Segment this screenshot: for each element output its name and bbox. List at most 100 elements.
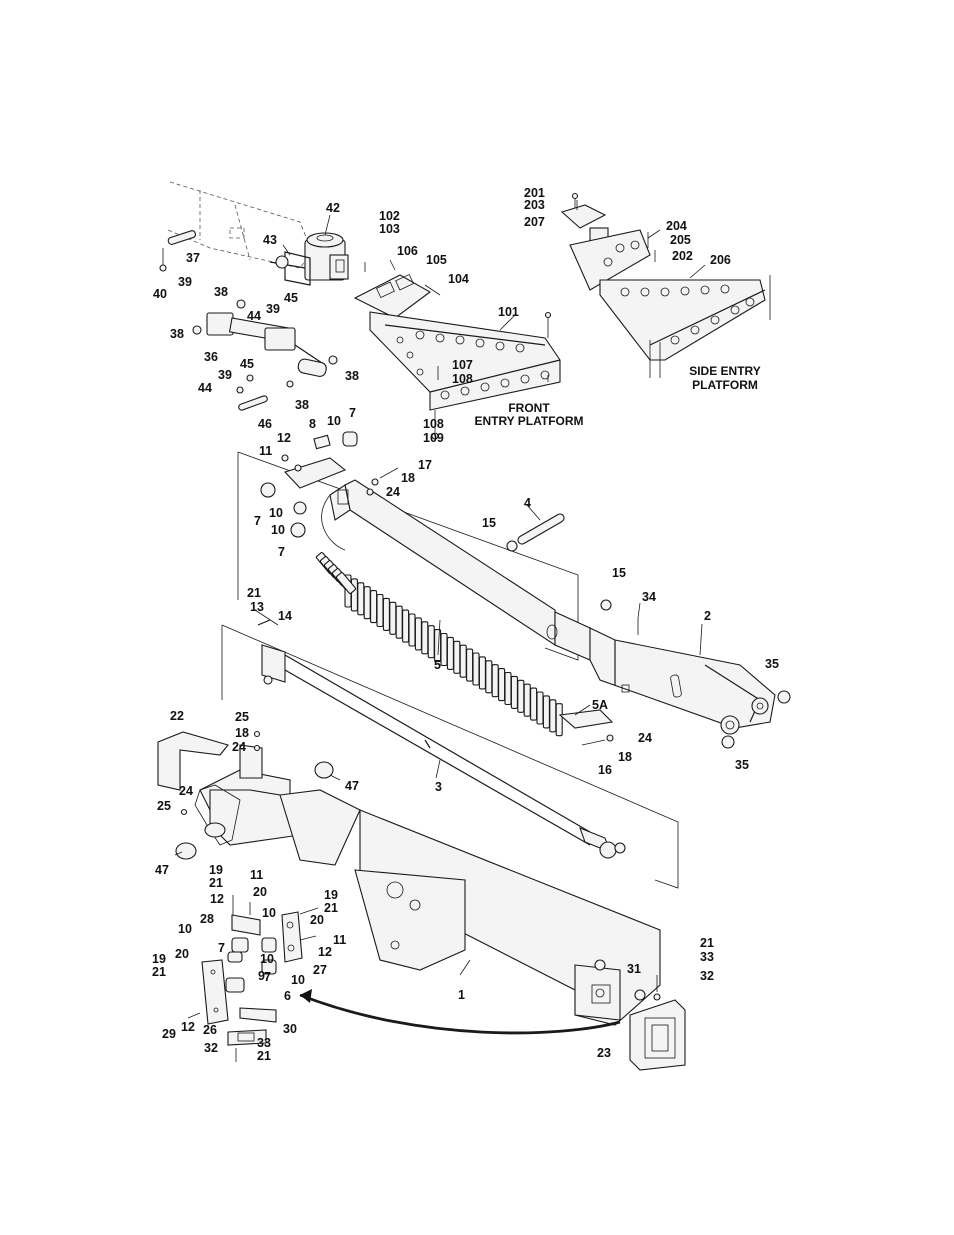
callout-16: 16 [598, 763, 612, 777]
callout-24: 24 [638, 731, 652, 745]
callout-47: 47 [155, 863, 169, 877]
bushings-47 [175, 730, 334, 860]
callout-102: 102 [379, 209, 400, 223]
cable-track-link [370, 590, 378, 624]
cable-track-link [395, 605, 403, 639]
callout-203: 203 [524, 198, 545, 212]
callout-10: 10 [260, 952, 274, 966]
assembly-arrow [299, 993, 621, 1035]
callout-40: 40 [153, 287, 167, 301]
callout-7: 7 [218, 941, 225, 955]
callout-32: 32 [700, 969, 714, 983]
cable-track-link [517, 679, 525, 713]
cable-track-link [440, 632, 448, 667]
callout-15: 15 [482, 516, 496, 530]
cover-22 [157, 731, 229, 791]
callout-38: 38 [214, 285, 228, 299]
callout-45: 45 [240, 357, 254, 371]
cable-track-link [376, 593, 384, 628]
callout-11: 11 [250, 868, 263, 882]
callout-32: 32 [204, 1041, 218, 1055]
callout-35: 35 [765, 657, 779, 671]
end-cap-23 [629, 975, 686, 1071]
cable-track-link [459, 644, 467, 678]
callout-7: 7 [254, 514, 261, 528]
callout-21: 21 [209, 876, 223, 890]
cable-track-link [466, 648, 474, 682]
cable-track-link [382, 597, 390, 631]
callout-202: 202 [672, 249, 693, 263]
cable-track-link [498, 668, 506, 702]
callout-12: 12 [318, 945, 332, 959]
callout-1: 1 [458, 988, 465, 1002]
cable-track-link [421, 621, 429, 655]
callout-18: 18 [235, 726, 249, 740]
callout-27: 27 [313, 963, 327, 977]
callout-21: 21 [700, 936, 714, 950]
callout-18: 18 [618, 750, 632, 764]
callout-108: 108 [423, 417, 444, 431]
callout-44: 44 [198, 381, 212, 395]
cable-track-link [485, 660, 493, 694]
callout-47: 47 [345, 779, 359, 793]
cable-track-link [408, 613, 416, 647]
callout-21: 21 [152, 965, 166, 979]
callout-31: 31 [627, 962, 641, 976]
callout-36: 36 [204, 350, 218, 364]
callout-206: 206 [710, 253, 731, 267]
callout-19: 19 [324, 888, 338, 902]
pin-4 [506, 513, 565, 552]
callout-43: 43 [263, 233, 277, 247]
cable-track-link [427, 625, 435, 659]
callout-20: 20 [175, 947, 189, 961]
callout-39: 39 [178, 275, 192, 289]
callout-11: 11 [259, 444, 272, 458]
callout-201: 201 [524, 186, 545, 200]
cylinder-panel [221, 624, 679, 889]
cable-track-link [363, 586, 371, 620]
cable-track-link [472, 652, 480, 686]
callout-39: 39 [266, 302, 280, 316]
callout-204: 204 [666, 219, 687, 233]
front-platform-label-line1: FRONT [508, 401, 550, 415]
lower-left-brackets [187, 895, 319, 1062]
lift-cylinder-3 [257, 619, 626, 859]
cable-track-link [335, 572, 357, 594]
callout-38: 38 [170, 327, 184, 341]
cable-hose [321, 494, 346, 551]
callout-23: 23 [597, 1046, 611, 1060]
cable-track-link [478, 656, 486, 690]
callout-101: 101 [498, 305, 519, 319]
side-entry-platform [560, 192, 771, 378]
callout-12: 12 [210, 892, 224, 906]
callout-25: 25 [157, 799, 171, 813]
callout-35: 35 [735, 758, 749, 772]
cable-track-link [402, 609, 410, 643]
callout-21: 21 [247, 586, 261, 600]
cable-track-link [453, 640, 461, 674]
callout-5: 5 [434, 658, 441, 672]
callout-108: 108 [452, 372, 473, 386]
cable-track-5 [315, 552, 563, 737]
callout-104: 104 [448, 272, 469, 286]
rotator-assembly [269, 232, 349, 286]
callout-21: 21 [324, 901, 338, 915]
callout-9: 9 [258, 969, 265, 983]
callout-205: 205 [670, 233, 691, 247]
front-entry-platform [353, 259, 561, 440]
cable-track-link [510, 675, 518, 709]
callout-42: 42 [326, 201, 340, 215]
callout-10: 10 [178, 922, 192, 936]
callout-10: 10 [269, 506, 283, 520]
callout-11: 11 [333, 933, 346, 947]
cable-track-link [414, 617, 422, 651]
callout-33: 33 [700, 950, 714, 964]
leader-lines [174, 200, 706, 976]
outer-boom-panel [237, 451, 579, 661]
callout-207: 207 [524, 215, 545, 229]
callout-45: 45 [284, 291, 298, 305]
callout-38: 38 [345, 369, 359, 383]
